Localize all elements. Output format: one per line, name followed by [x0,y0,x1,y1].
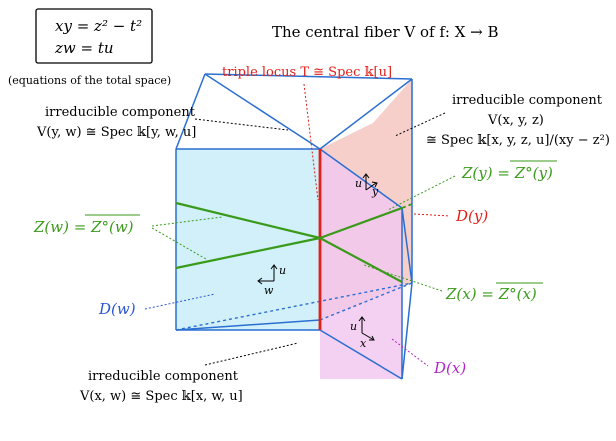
equation-caption: (equations of the total space) [8,74,171,87]
component-yw-heading: irreducible component [45,105,196,120]
equation-line1: xy = z² − t² [55,17,142,35]
component-xyz-formula1: V(x, y, z) [487,113,544,128]
prism-edges [175,73,413,380]
curve-zx-label: Z(x) = Z°(x) [445,285,537,303]
curve-zy-label: Z(y) = Z°(y) [461,164,553,182]
divisor-dy-label: D(y) [455,207,488,225]
equation-line2: zw = tu [54,39,114,57]
axis-left-w: w [264,284,274,297]
curve-zy-leader [387,175,456,211]
component-xw-leader [204,342,299,366]
divisor-dy-leader [413,213,451,217]
equation-box [35,8,153,64]
curve-zw-label: Z(w) = Z°(w) [33,218,134,236]
divisor-dx-label: D(x) [433,359,466,377]
divisor-dx-leader [391,338,429,367]
component-yw-leader [194,118,289,131]
axis-glyph-top [362,173,378,191]
axis-bottom-u: u [350,320,357,333]
component-xyz-heading: irreducible component [452,93,603,108]
green-curves [175,201,403,283]
face-yw-top [176,74,320,149]
axis-bottom-x: x [360,337,367,350]
axis-glyph-left [257,264,278,285]
axis-top-y: y [371,185,379,198]
component-xw-heading: irreducible component [88,369,239,384]
face-yw [176,149,320,330]
diagram-title: The central fiber V of f: X → B [272,23,499,41]
component-xyz-leader [394,112,446,137]
axis-left-u: u [279,264,286,277]
green-curves-hidden [401,203,413,209]
component-xyz-formula2: ≅ Spec 𝕜[x, y, z, u]/(xy − z²) [426,133,610,148]
axis-glyph-bottom [358,316,375,341]
axis-top-u: u [355,177,362,190]
component-yw-formula: V(y, w) ≅ Spec 𝕜[y, w, u] [36,125,196,140]
triple-locus-label: triple locus T ≅ Spec 𝕜[u] [222,65,392,80]
face-xw [320,149,402,379]
triple-locus-leader [303,83,319,201]
divisor-dw-label: D(w) [98,300,136,318]
hidden-edges [175,282,413,331]
component-xw-formula: V(x, w) ≅ Spec 𝕜[x, w, u] [79,389,243,404]
curve-zx-leader [363,264,443,292]
